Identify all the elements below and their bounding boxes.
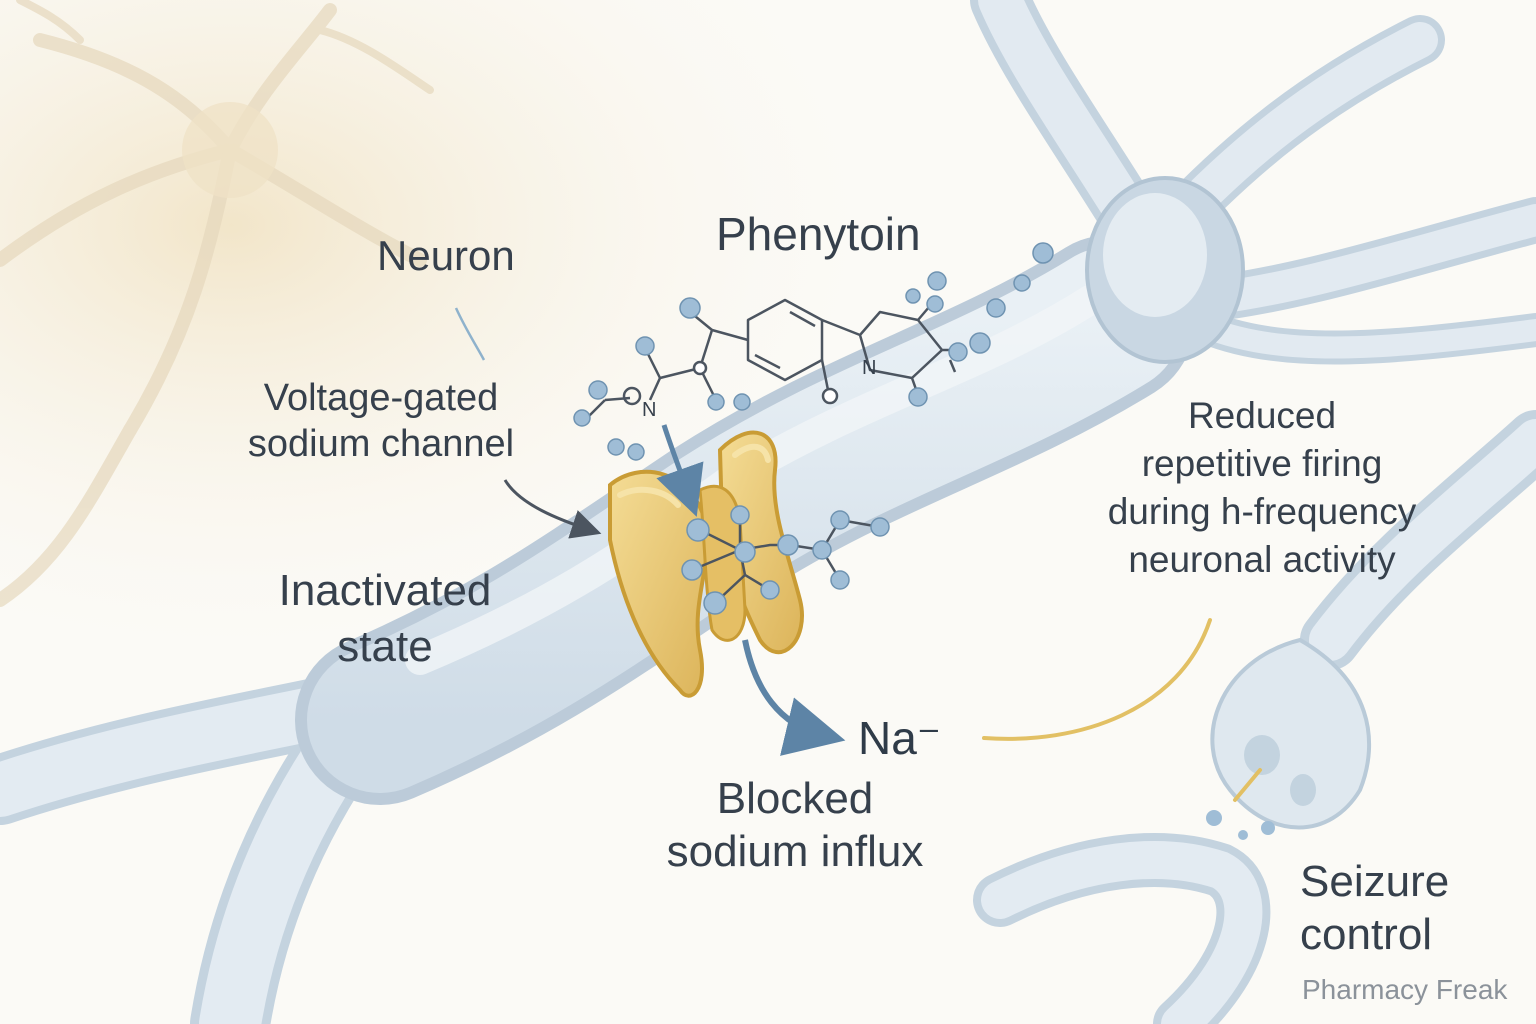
effect-label-line2: repetitive firing <box>1141 443 1383 485</box>
atom-label-n2: N <box>862 357 877 379</box>
drug-label: Phenytoin <box>716 208 921 260</box>
effect-label-line4: neuronal activity <box>1128 539 1396 581</box>
outcome-label: Seizure control <box>1300 856 1449 962</box>
state-label-line1: Inactivated <box>278 566 492 615</box>
effect-label-line1: Reduced <box>1187 395 1337 436</box>
influx-label: Blocked sodium influx <box>648 773 942 879</box>
channel-label: Voltage-gated sodium channel <box>222 376 540 467</box>
synapse-terminal-icon <box>973 410 1536 1024</box>
outcome-label-line2: control <box>1300 909 1433 959</box>
channel-label-line2: sodium channel <box>247 422 515 465</box>
influx-label-line2: sodium influx <box>666 826 924 876</box>
ion-label: Na⁻ <box>858 712 942 764</box>
atom-label-n1: N <box>642 399 657 421</box>
influx-label-line1: Blocked <box>716 774 874 823</box>
effect-connector <box>982 618 1212 741</box>
effect-label: Reduced repetitive firing during h-frequ… <box>1068 392 1456 584</box>
binding-arrow <box>656 424 704 517</box>
background-soma <box>182 102 278 198</box>
channel-label-line1: Voltage-gated <box>263 377 499 419</box>
neuron-label: Neuron <box>377 232 515 279</box>
watermark: Pharmacy Freak <box>1302 974 1508 1005</box>
state-label: Inactivated state <box>254 563 516 676</box>
influx-arrow <box>742 639 846 756</box>
outcome-label-line1: Seizure <box>1300 857 1450 906</box>
neuron-pointer <box>454 307 486 361</box>
effect-label-line3: during h-frequency <box>1107 491 1417 533</box>
state-label-line2: state <box>337 622 433 672</box>
channel-pointer-arrow <box>503 479 602 539</box>
